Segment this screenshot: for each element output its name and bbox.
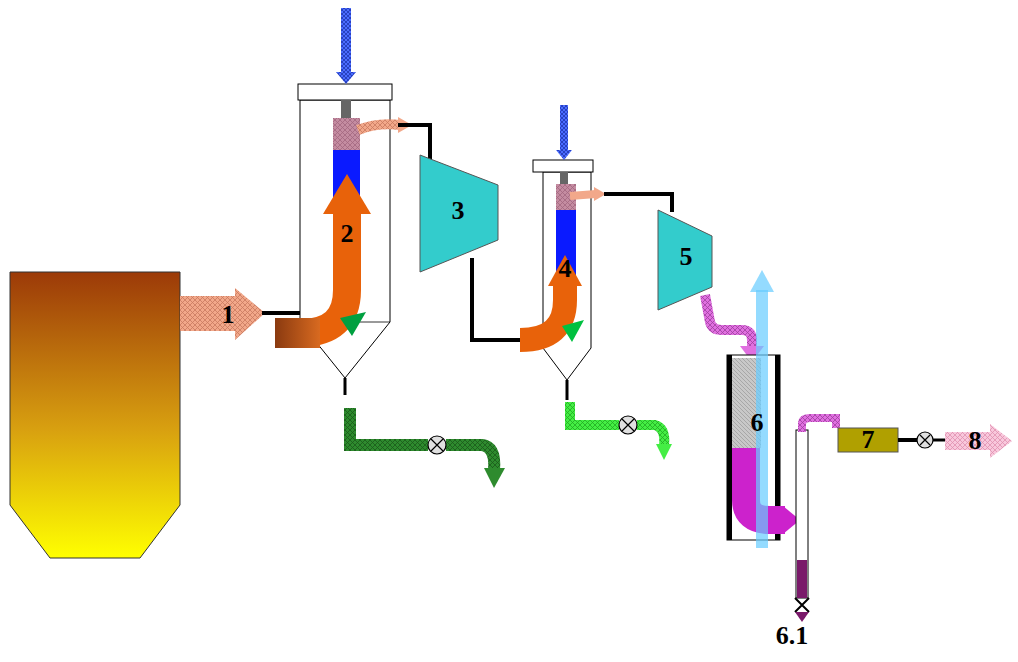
exhaust-arrow — [945, 424, 1012, 458]
flue-gas-arrow — [180, 288, 265, 340]
filter — [838, 428, 898, 452]
callout-number: 7 — [862, 427, 875, 453]
gas-duct — [802, 418, 836, 432]
duct — [472, 258, 522, 340]
callout-number: 6.1 — [776, 623, 809, 649]
callout-number: 4 — [559, 256, 572, 282]
dust-discharge-head — [484, 468, 505, 488]
dust-discharge — [350, 408, 494, 470]
callout-number: 8 — [969, 428, 982, 454]
cyclone — [275, 8, 412, 378]
duct — [344, 378, 347, 395]
valve-symbol — [428, 436, 446, 454]
duct — [604, 194, 672, 212]
fan — [420, 155, 498, 272]
cyclone — [520, 105, 606, 380]
callout-number: 1 — [222, 302, 235, 328]
furnace — [10, 272, 180, 558]
valve-symbol — [917, 432, 933, 448]
valve-symbol — [619, 416, 637, 434]
duct — [398, 125, 430, 160]
duct — [898, 438, 917, 442]
callout-number: 5 — [680, 244, 693, 270]
dust-discharge-head — [656, 444, 672, 460]
gas-duct — [705, 295, 752, 348]
callout-number: 2 — [341, 221, 354, 247]
duct — [566, 380, 569, 400]
duct — [933, 439, 945, 442]
fan — [658, 210, 712, 310]
callout-number: 6 — [751, 410, 764, 436]
dust-discharge — [570, 402, 664, 446]
outlet-pipe — [795, 430, 809, 622]
heat-exchanger — [727, 270, 800, 548]
callout-number: 3 — [452, 198, 465, 224]
